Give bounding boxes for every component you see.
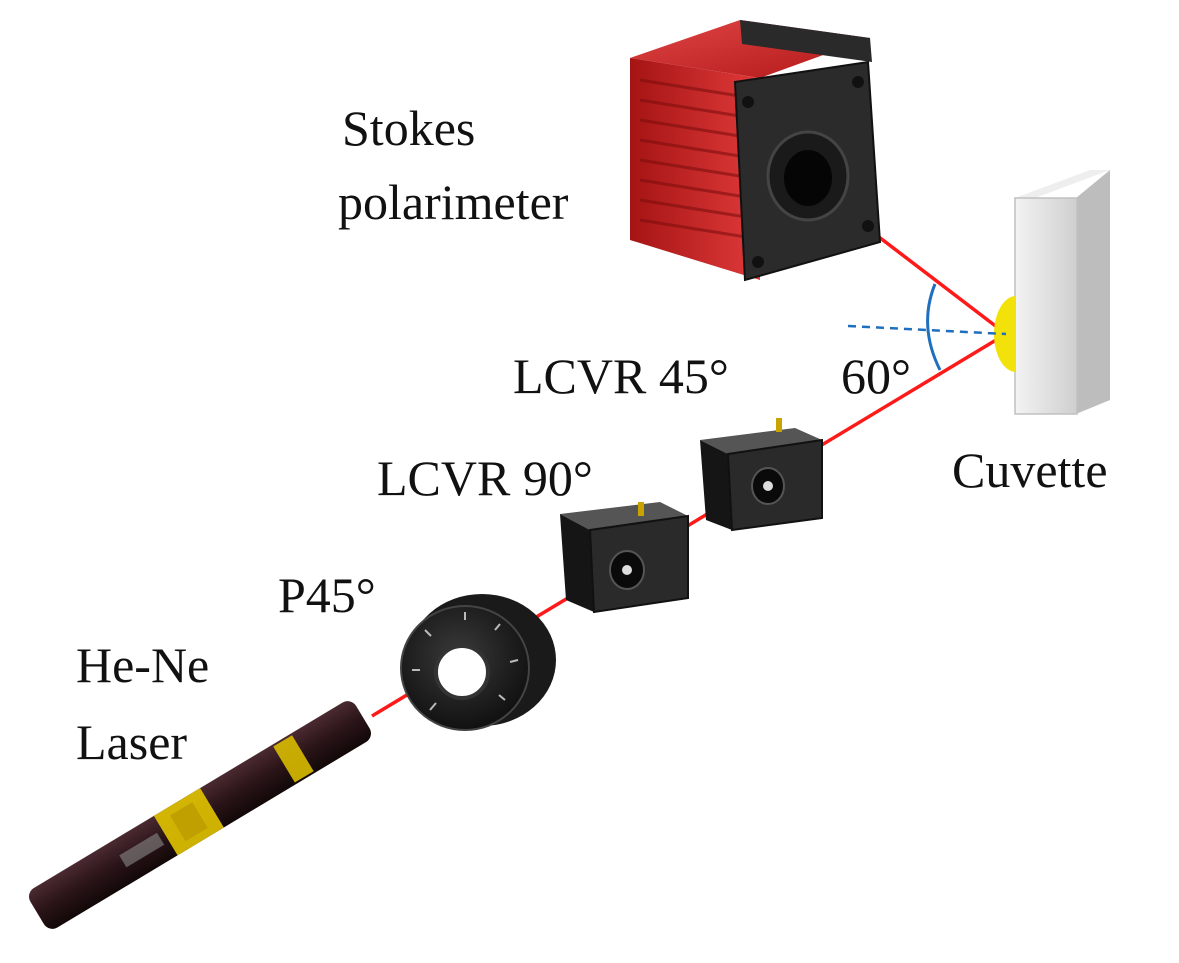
cuvette-icon xyxy=(994,170,1110,415)
lcvr-mount-icon xyxy=(560,502,689,614)
lcvr-mount-icon xyxy=(700,418,823,532)
cuvette-label: Cuvette xyxy=(952,442,1108,498)
incidence-angle-marker xyxy=(847,283,1007,371)
laser-label: Laser xyxy=(76,714,188,770)
stokes-polarimeter-label: Stokes xyxy=(342,100,476,156)
polarizer-label: P45° xyxy=(278,567,376,623)
laser-tube-icon xyxy=(29,701,371,929)
angle-label: 60° xyxy=(841,348,911,404)
polarizer-ring-icon xyxy=(400,594,556,731)
stokes-polarimeter-label: polarimeter xyxy=(338,174,569,230)
lcvr-45-label: LCVR 45° xyxy=(513,348,729,404)
lcvr-90-label: LCVR 90° xyxy=(377,450,593,506)
laser-label: He-Ne xyxy=(76,637,210,693)
camera-polarimeter-icon xyxy=(630,20,882,282)
